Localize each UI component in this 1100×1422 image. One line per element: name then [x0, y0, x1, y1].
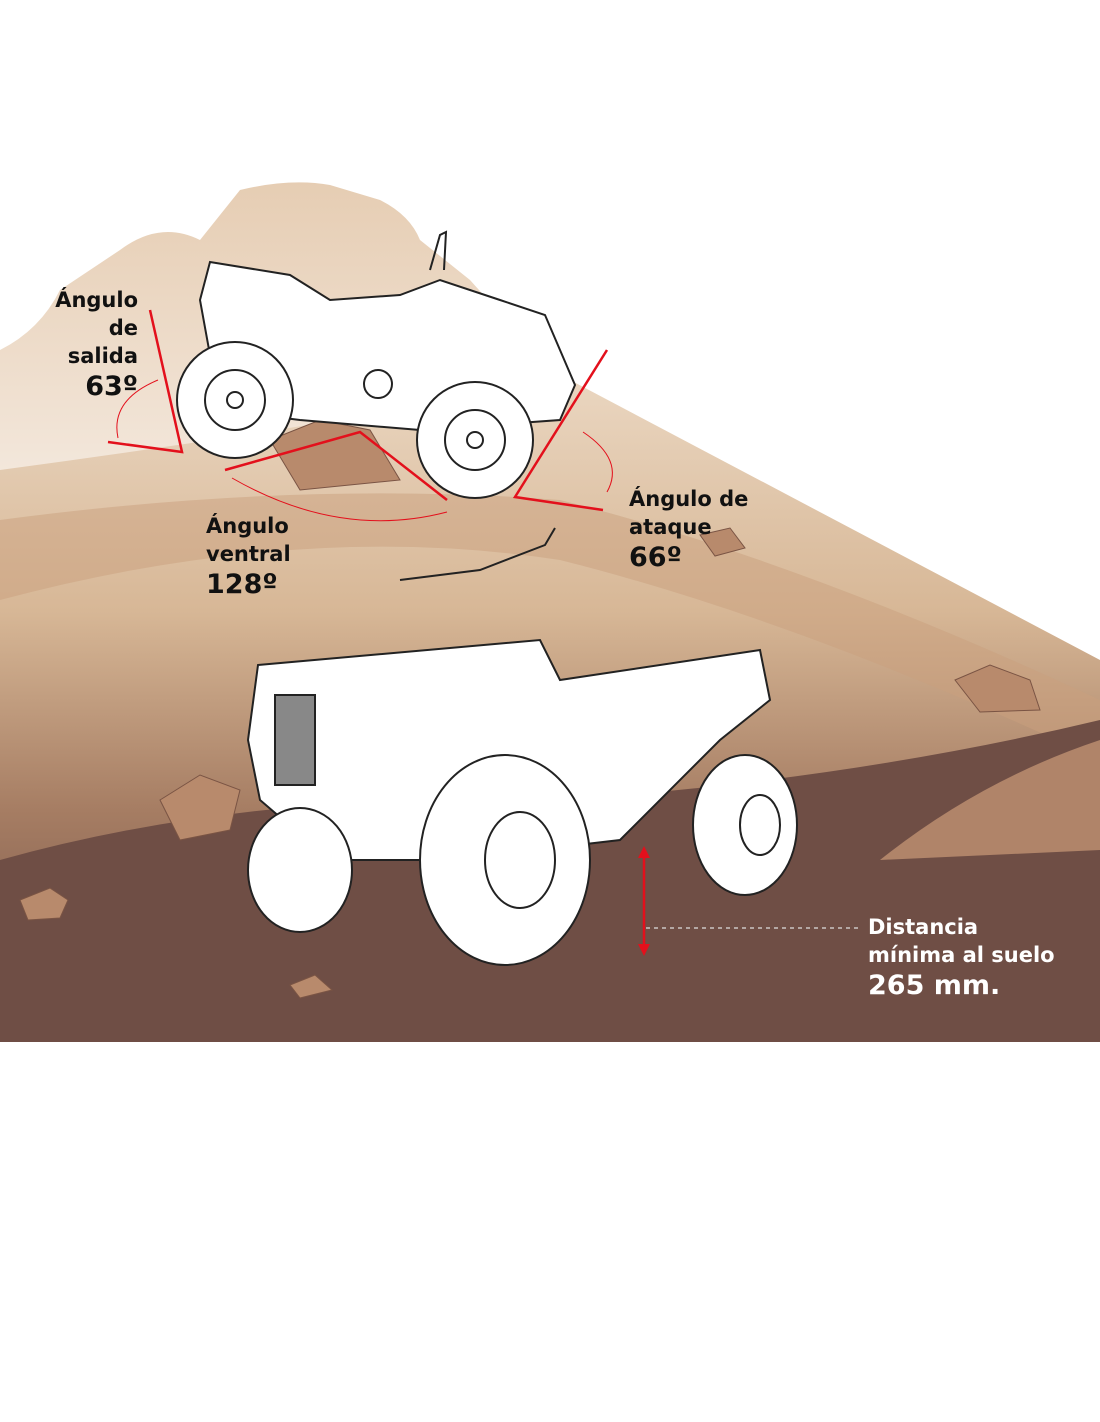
- angle-lines: [107, 309, 613, 522]
- attack-angle-label: Ángulo de ataque 66º: [629, 485, 748, 575]
- attack-line2: ataque: [629, 515, 712, 539]
- atv-side-view: [176, 230, 577, 499]
- clearance-value: 265 mm.: [868, 970, 1001, 1001]
- clearance-marker: [638, 846, 860, 956]
- attack-line1: Ángulo de: [629, 487, 749, 511]
- ventral-line1: Ángulo: [206, 514, 289, 538]
- departure-line1: Ángulo de: [55, 288, 138, 340]
- departure-line2: salida: [67, 344, 138, 368]
- rocks: [19, 419, 1041, 999]
- departure-value: 63º: [85, 371, 138, 402]
- atv-illustration: [0, 182, 1100, 1042]
- ventral-line2: ventral: [206, 542, 291, 566]
- clearance-line2: mínima al suelo: [868, 943, 1055, 967]
- clearance-line1: Distancia: [868, 915, 979, 939]
- ventral-value: 128º: [206, 569, 278, 600]
- atv-front-view: [246, 527, 798, 966]
- attack-value: 66º: [629, 542, 682, 573]
- ground-clearance-label: Distancia mínima al suelo 265 mm.: [868, 913, 1055, 1003]
- departure-angle-label: Ángulo de salida 63º: [20, 286, 138, 404]
- ventral-angle-label: Ángulo ventral 128º: [206, 512, 291, 602]
